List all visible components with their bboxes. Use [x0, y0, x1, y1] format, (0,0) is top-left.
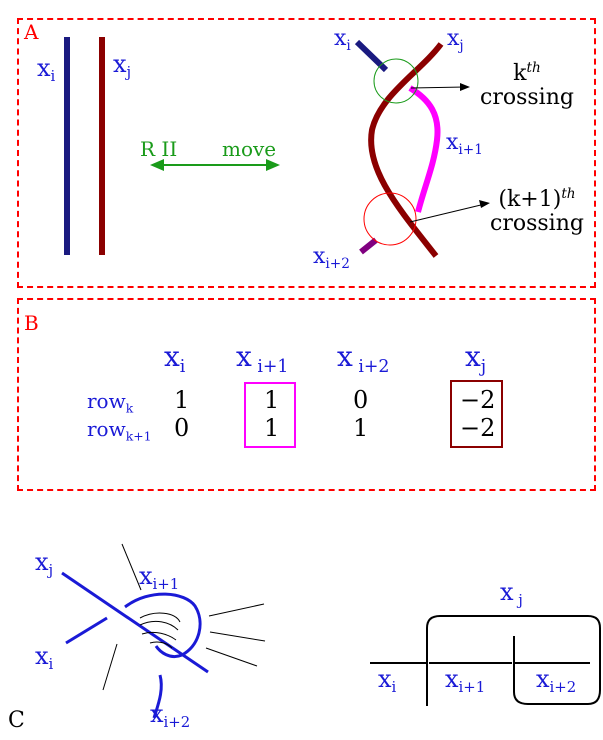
panel-b-label: B [24, 311, 39, 335]
c-strand-xi2 [152, 674, 163, 719]
panel-b [17, 298, 596, 491]
c-strand-xi [65, 616, 108, 645]
panel-a [17, 18, 596, 288]
strand-xi-short [354, 39, 389, 73]
cell-k1-xi2: 1 [353, 414, 369, 442]
c-label-xi: xi [35, 642, 54, 674]
cell-k1-xi: 0 [174, 414, 190, 442]
move-arrow-head-right [266, 159, 280, 171]
c-right-label-xi2: xi+2 [536, 665, 577, 697]
panel-a-label: A [24, 20, 39, 44]
c-right-label-xi: xi [378, 665, 397, 697]
c-thin-line-5 [102, 643, 118, 691]
header-xi1: x i+1 [236, 340, 289, 378]
label-xj-straight: xj [113, 50, 132, 82]
c-strand-xj [61, 571, 209, 674]
c-right-label-xi1: xi+1 [445, 665, 486, 697]
kth-pointer-head [460, 83, 470, 91]
panel-c-label: C [8, 708, 25, 733]
c-thin-line-3 [209, 631, 266, 642]
label-xi2-crossing: xi+2 [313, 244, 350, 272]
c-strand-xi1 [124, 592, 202, 659]
c-thin-line-2 [208, 603, 265, 617]
c-thin-line-1 [121, 543, 142, 591]
label-xi-straight: xi [37, 54, 56, 86]
kth-pointer [410, 86, 466, 89]
header-xj: xj [465, 340, 487, 378]
k1th-pointer-head [479, 200, 490, 208]
label-xj-crossing: xj [447, 26, 464, 54]
c-right-label-xj: x j [500, 578, 523, 610]
label-xi-crossing: xi [334, 26, 351, 54]
move-arrow-head-left [150, 159, 164, 171]
c-label-xi1: xi+1 [139, 562, 180, 594]
k1th-pointer [409, 203, 486, 223]
c-right-bracket [426, 615, 601, 706]
k1th-crossing-circle [363, 192, 417, 246]
c-inner-swirl-4 [149, 641, 173, 649]
cell-k-xi2: 0 [353, 386, 369, 414]
row-label-k: rowk [87, 389, 134, 416]
c-inner-swirl-2 [139, 620, 179, 631]
c-inner-swirl-3 [141, 631, 177, 641]
cell-k-xi: 1 [174, 386, 190, 414]
strand-xi2-short [359, 237, 378, 255]
row-label-k1: rowk+1 [87, 417, 152, 444]
cell-k1-xi1: 1 [264, 414, 280, 442]
c-thin-line-4 [205, 647, 258, 667]
header-xi: xi [164, 340, 186, 378]
c-inner-swirl-1 [139, 612, 181, 623]
move-label-left: R II [140, 137, 178, 161]
xi1-column-box [244, 382, 296, 448]
label-xi1-crossing: xi+1 [446, 130, 483, 158]
strand-xj-curved [368, 42, 444, 258]
kth-crossing-label: kth crossing [480, 60, 574, 111]
c-label-xi2: xi+2 [150, 700, 191, 732]
header-xi2: x i+2 [337, 340, 390, 378]
cell-k1-xj: −2 [460, 414, 496, 442]
xj-column-box [450, 380, 503, 448]
k1th-crossing-label: (k+1)th crossing [490, 186, 584, 237]
strand-xi1-curved [408, 85, 441, 213]
kth-crossing-circle [373, 58, 419, 104]
cell-k-xi1: 1 [264, 386, 280, 414]
cell-k-xj: −2 [460, 386, 496, 414]
c-label-xj: xj [35, 548, 54, 580]
move-label-right: move [222, 137, 277, 161]
